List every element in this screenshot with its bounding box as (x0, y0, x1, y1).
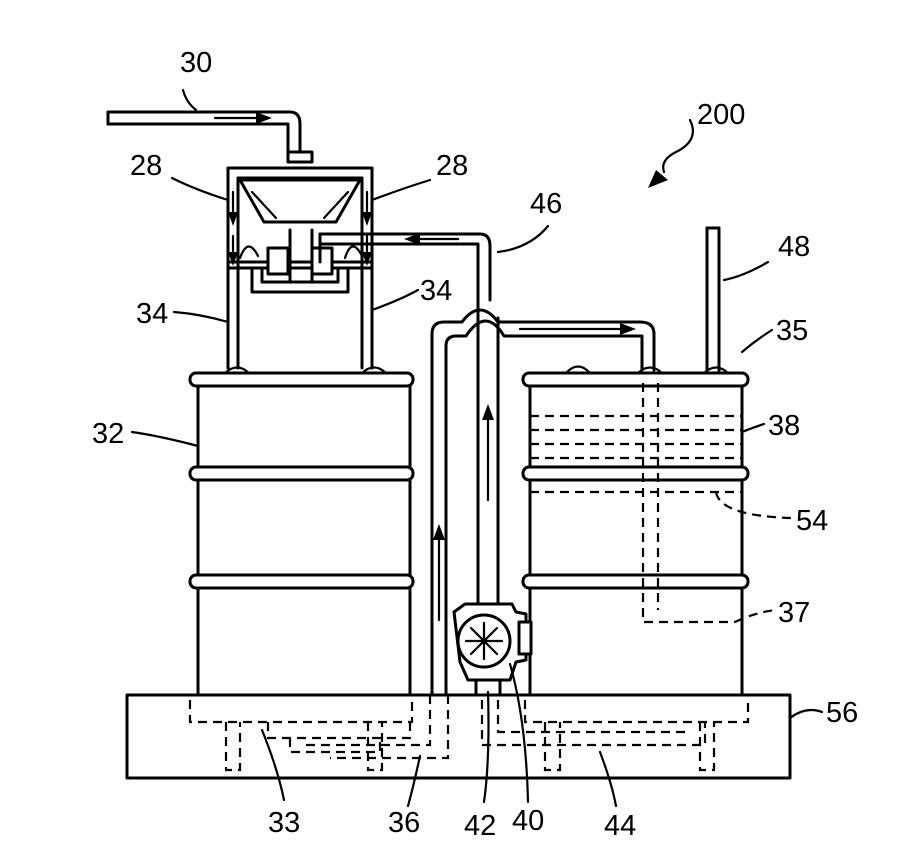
label-system: 200 (697, 99, 745, 131)
label-left-sump: 33 (268, 807, 300, 839)
right-drum (523, 367, 748, 696)
left-drum (190, 368, 413, 696)
label-pump: 40 (512, 805, 544, 837)
label-left-drum: 32 (92, 418, 124, 450)
label-right-drum: 38 (768, 410, 800, 442)
label-return-line: 46 (530, 188, 562, 220)
label-nozzle-left: 28 (130, 150, 162, 182)
label-base: 56 (826, 697, 858, 729)
label-nozzle-right: 28 (436, 150, 468, 182)
label-inlet-pipe: 30 (180, 47, 212, 79)
label-liquid-level: 54 (796, 505, 828, 537)
base-tray (127, 695, 790, 778)
label-supply-line-left: 34 (136, 298, 168, 330)
label-right-sump: 44 (604, 810, 636, 842)
nozzle-manifold (108, 112, 372, 292)
vent-pipe (707, 228, 719, 372)
label-lid: 35 (776, 315, 808, 347)
transfer-piping (432, 300, 654, 695)
label-pump-inlet: 42 (464, 810, 496, 842)
label-vent-pipe: 48 (778, 231, 810, 263)
label-transfer-line: 36 (388, 807, 420, 839)
label-supply-line-right: 34 (420, 275, 452, 307)
label-dip-tube: 37 (778, 597, 810, 629)
